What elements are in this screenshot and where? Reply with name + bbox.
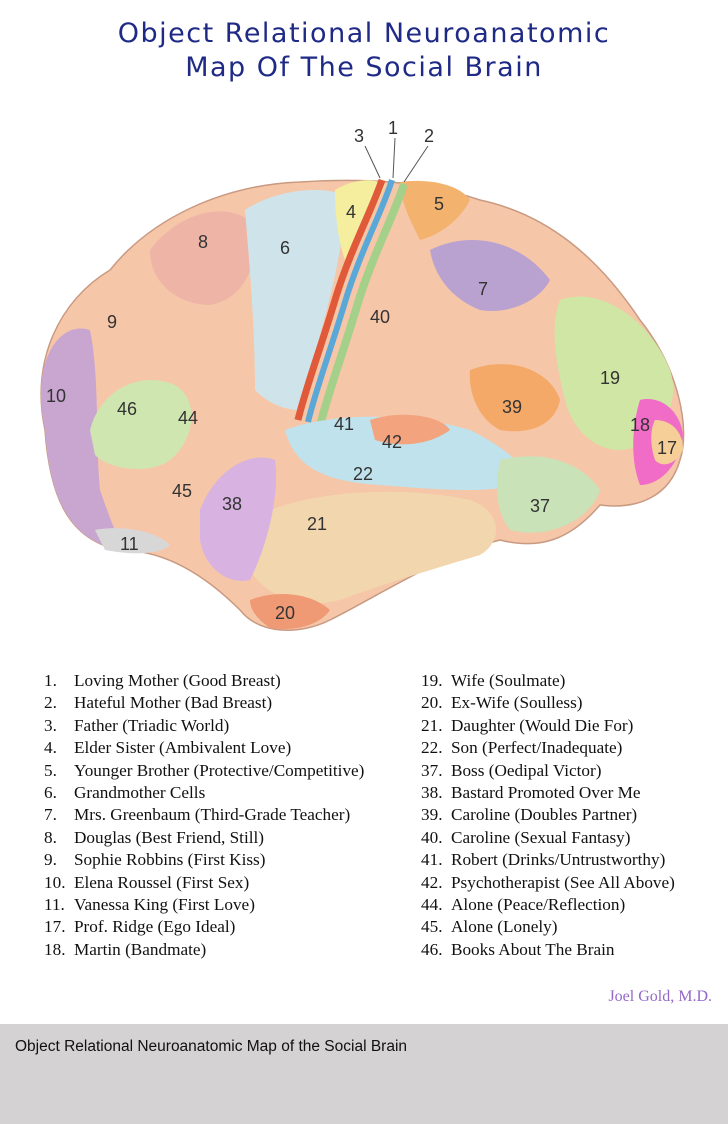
legend-item: 21.Daughter (Would Die For) — [421, 715, 634, 735]
legend-item: 8.Douglas (Best Friend, Still) — [44, 827, 265, 847]
region-label-5: 5 — [434, 194, 444, 214]
region-label-9: 9 — [107, 312, 117, 332]
legend-right-column: 19.Wife (Soulmate) 20.Ex-Wife (Soulless)… — [421, 670, 675, 961]
region-label-2: 2 — [424, 126, 434, 146]
legend-item: 9.Sophie Robbins (First Kiss) — [44, 850, 266, 870]
legend-item: 18.Martin (Bandmate) — [44, 939, 207, 959]
region-label-45: 45 — [172, 481, 192, 501]
region-37-area — [497, 456, 600, 533]
region-1-strip — [316, 182, 408, 427]
region-label-1: 1 — [388, 118, 398, 138]
region-2-strip — [305, 179, 395, 423]
region-10-area — [41, 328, 120, 550]
legend-item: 42.Psychotherapist (See All Above) — [421, 872, 675, 892]
legend-item: 39.Caroline (Doubles Partner) — [421, 805, 638, 825]
region-label-22: 22 — [353, 464, 373, 484]
region-label-21: 21 — [307, 514, 327, 534]
region-7-area — [430, 240, 550, 311]
legend-item: 19.Wife (Soulmate) — [421, 671, 566, 690]
region-21-area — [250, 491, 497, 604]
legend-item: 38.Bastard Promoted Over Me — [421, 782, 641, 802]
legend-item: 6.Grandmother Cells — [44, 782, 206, 802]
region-label-6: 6 — [280, 238, 290, 258]
page-subtitle: Map Of The Social Brain — [185, 52, 543, 83]
region-label-40: 40 — [370, 307, 390, 327]
region-label-37: 37 — [530, 496, 550, 516]
page-title: Object Relational Neuroanatomic — [117, 18, 611, 49]
region-label-19: 19 — [600, 368, 620, 388]
caption-bar: Object Relational Neuroanatomic Map of t… — [0, 1024, 728, 1124]
region-17-area — [651, 420, 683, 465]
legend-left-column: 1.Loving Mother (Good Breast) 2.Hateful … — [44, 670, 364, 961]
legend-item: 5.Younger Brother (Protective/Competitiv… — [44, 760, 365, 780]
region-11-area — [95, 528, 170, 554]
image-caption: Object Relational Neuroanatomic Map of t… — [15, 1038, 408, 1055]
legend-item: 4.Elder Sister (Ambivalent Love) — [44, 738, 292, 758]
region-3-strip — [294, 178, 386, 421]
legend-item: 20.Ex-Wife (Soulless) — [421, 693, 583, 713]
region-46-area — [90, 380, 192, 470]
region-label-44: 44 — [178, 408, 198, 428]
region-label-42: 42 — [382, 432, 402, 452]
region-label-20: 20 — [275, 603, 295, 623]
legend-item: 1.Loving Mother (Good Breast) — [44, 671, 281, 690]
legend-item: 46.Books About The Brain — [421, 939, 615, 959]
region-6-area — [245, 190, 345, 410]
legend-item: 40.Caroline (Sexual Fantasy) — [421, 827, 631, 847]
region-label-38: 38 — [222, 494, 242, 514]
legend-item: 44.Alone (Peace/Reflection) — [421, 894, 626, 914]
region-label-11: 11 — [120, 534, 139, 554]
legend-item: 22.Son (Perfect/Inadequate) — [421, 738, 623, 758]
region-label-18: 18 — [630, 415, 650, 435]
legend-item: 37.Boss (Oedipal Victor) — [421, 760, 602, 780]
author-credit: Joel Gold, M.D. — [608, 988, 712, 1005]
region-label-46: 46 — [117, 399, 137, 419]
region-22-area — [285, 416, 530, 490]
region-label-41: 41 — [334, 414, 354, 434]
legend-item: 45.Alone (Lonely) — [421, 917, 558, 937]
region-20-area — [250, 594, 330, 630]
legend-item: 11.Vanessa King (First Love) — [44, 894, 255, 914]
region-label-39: 39 — [502, 397, 522, 417]
legend-item: 10.Elena Roussel (First Sex) — [44, 872, 250, 892]
region-8-area — [150, 211, 256, 305]
region-5-area — [400, 180, 470, 240]
legend-item: 17.Prof. Ridge (Ego Ideal) — [44, 917, 236, 937]
region-label-4: 4 — [346, 202, 356, 222]
region-label-7: 7 — [478, 279, 488, 299]
legend-item: 2.Hateful Mother (Bad Breast) — [44, 693, 273, 713]
region-label-17: 17 — [657, 438, 677, 458]
region-label-3: 3 — [354, 126, 364, 146]
region-39-area — [469, 364, 560, 432]
region-label-8: 8 — [198, 232, 208, 252]
brain-diagram: 1 2 3 4 5 6 7 8 9 10 11 17 18 19 20 21 2… — [40, 118, 685, 631]
legend-item: 3.Father (Triadic World) — [44, 715, 230, 735]
region-42-area — [370, 414, 450, 445]
legend-item: 41.Robert (Drinks/Untrustworthy) — [421, 850, 666, 870]
region-label-10: 10 — [46, 386, 66, 406]
legend-item: 7.Mrs. Greenbaum (Third-Grade Teacher) — [44, 805, 351, 825]
region-38-area — [200, 457, 276, 581]
